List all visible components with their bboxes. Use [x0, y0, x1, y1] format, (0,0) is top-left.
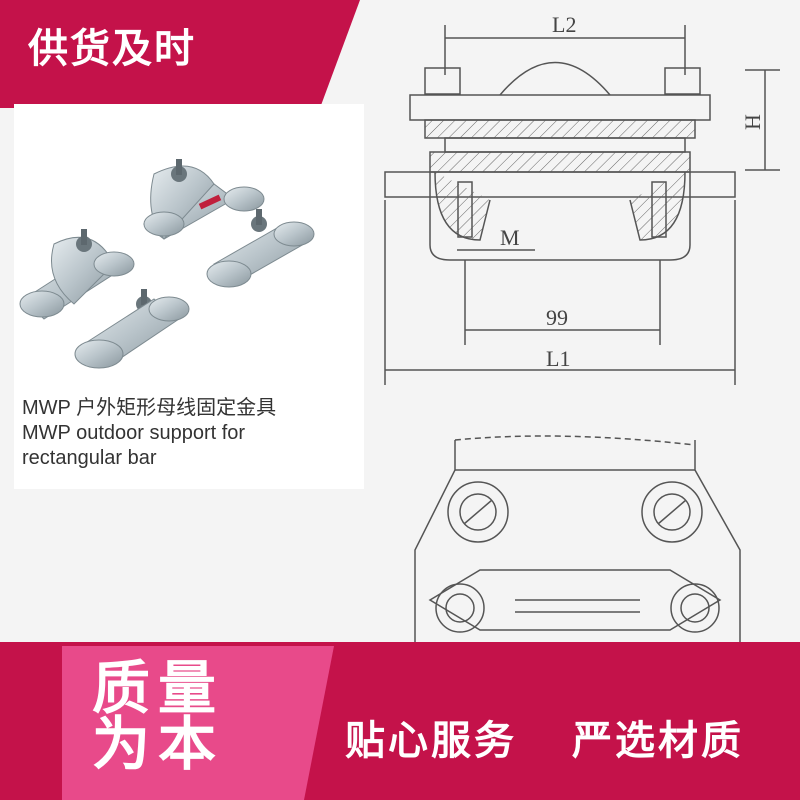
- plan-bolt-2: [641, 481, 703, 543]
- plan-bolt-1: [447, 481, 509, 543]
- caption-line-cn: MWP 户外矩形母线固定金具: [22, 397, 277, 419]
- caption-line-en-1: MWP outdoor support for: [22, 422, 246, 444]
- clamp-back: [143, 159, 315, 288]
- clamp-front: [19, 229, 190, 369]
- label-l2: L2: [552, 12, 576, 37]
- top-banner: [0, 0, 360, 108]
- plan-view-outline: [414, 440, 741, 670]
- product-caption: MWP 户外矩形母线固定金具 MWP outdoor support for r…: [22, 396, 276, 471]
- label-h: H: [740, 114, 765, 130]
- label-m: M: [500, 225, 520, 250]
- product-photo: [19, 159, 315, 369]
- top-banner-text: 供货及时: [28, 26, 196, 72]
- label-99: 99: [546, 305, 568, 330]
- slogan-service: 贴心服务: [345, 718, 517, 764]
- slogan-material: 严选材质: [572, 718, 744, 764]
- label-l1: L1: [546, 346, 570, 371]
- caption-line-en-2: rectangular bar: [22, 447, 157, 469]
- product-photo-panel: [14, 104, 364, 489]
- technical-drawing: L2 H M 99 L1: [384, 12, 780, 670]
- quality-badge: [62, 646, 334, 800]
- quality-text-line1: 质量: [92, 654, 225, 722]
- quality-text-line2: 为本: [92, 710, 225, 778]
